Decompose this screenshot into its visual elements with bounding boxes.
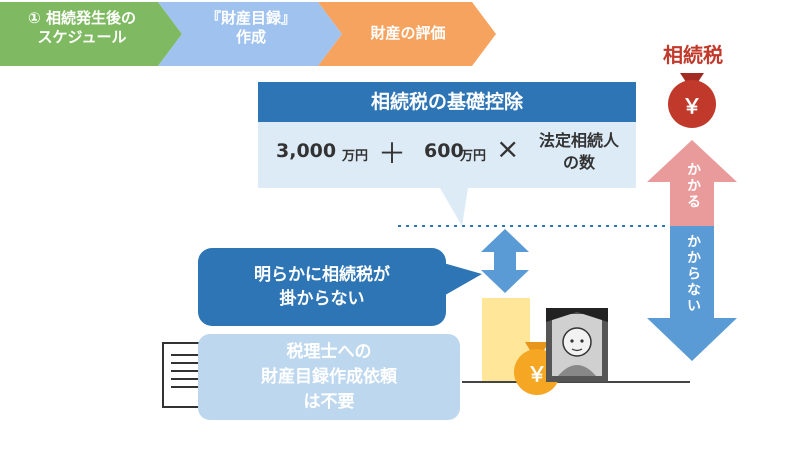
step-2-line1: 『財産目録』 — [205, 9, 296, 27]
step-1-line1: ① 相続発生後の — [28, 9, 136, 27]
bubble-tail — [440, 262, 482, 298]
not-needed-note: 税理士への 財産目録作成依頼 は不要 — [198, 334, 460, 420]
portrait-icon — [546, 308, 608, 382]
step-1-chevron — [0, 2, 182, 66]
deduction-formula: 3,000 万円 ＋ 600 万円 × 法定相続人 の数 — [258, 122, 636, 188]
not-applies-arrow — [647, 226, 737, 361]
deduction-title: 相続税の基礎控除 — [258, 82, 636, 122]
step-chevrons — [0, 2, 496, 66]
bubble-line1: 明らかに相続税が — [254, 265, 390, 285]
step-2-label: 『財産目録』 作成 — [180, 9, 322, 47]
step-2-line2: 作成 — [235, 28, 266, 46]
heirs-count: 法定相続人 の数 — [524, 130, 634, 174]
step-1-line2: スケジュール — [37, 28, 127, 46]
amount-2: 600 — [424, 140, 464, 162]
plus-sign: ＋ — [378, 137, 407, 170]
gap-double-arrow — [481, 229, 529, 293]
applies-label: かかる — [685, 162, 701, 210]
unit-1: 万円 — [342, 149, 369, 164]
step-1-label: ① 相続発生後の スケジュール — [2, 9, 162, 47]
deduction-callout-tail — [440, 188, 468, 226]
step-3-line1: 財産の評価 — [370, 24, 446, 42]
step-2-chevron — [158, 2, 342, 66]
note-line2: 財産目録作成依頼 — [261, 366, 397, 387]
tax-bag-yen: ￥ — [682, 94, 702, 118]
bubble-line2: 掛からない — [279, 289, 365, 309]
note-line1: 税理士への — [286, 341, 372, 362]
not-applies-label: かからない — [685, 234, 701, 314]
times-sign: × — [496, 132, 520, 165]
amount-1: 3,000 — [276, 140, 337, 162]
heirs-line1: 法定相続人 — [538, 131, 619, 150]
money-bag-yen: ￥ — [527, 362, 547, 386]
note-line3: は不要 — [303, 391, 355, 412]
step-3-chevron — [318, 2, 496, 66]
tax-bag-icon — [668, 73, 716, 128]
applies-arrow — [647, 140, 737, 226]
heirs-line2: の数 — [562, 153, 595, 172]
tax-label: 相続税 — [663, 43, 723, 67]
no-tax-bubble: 明らかに相続税が 掛からない — [198, 248, 446, 326]
unit-2: 万円 — [460, 149, 487, 164]
step-3-label: 財産の評価 — [338, 24, 478, 43]
